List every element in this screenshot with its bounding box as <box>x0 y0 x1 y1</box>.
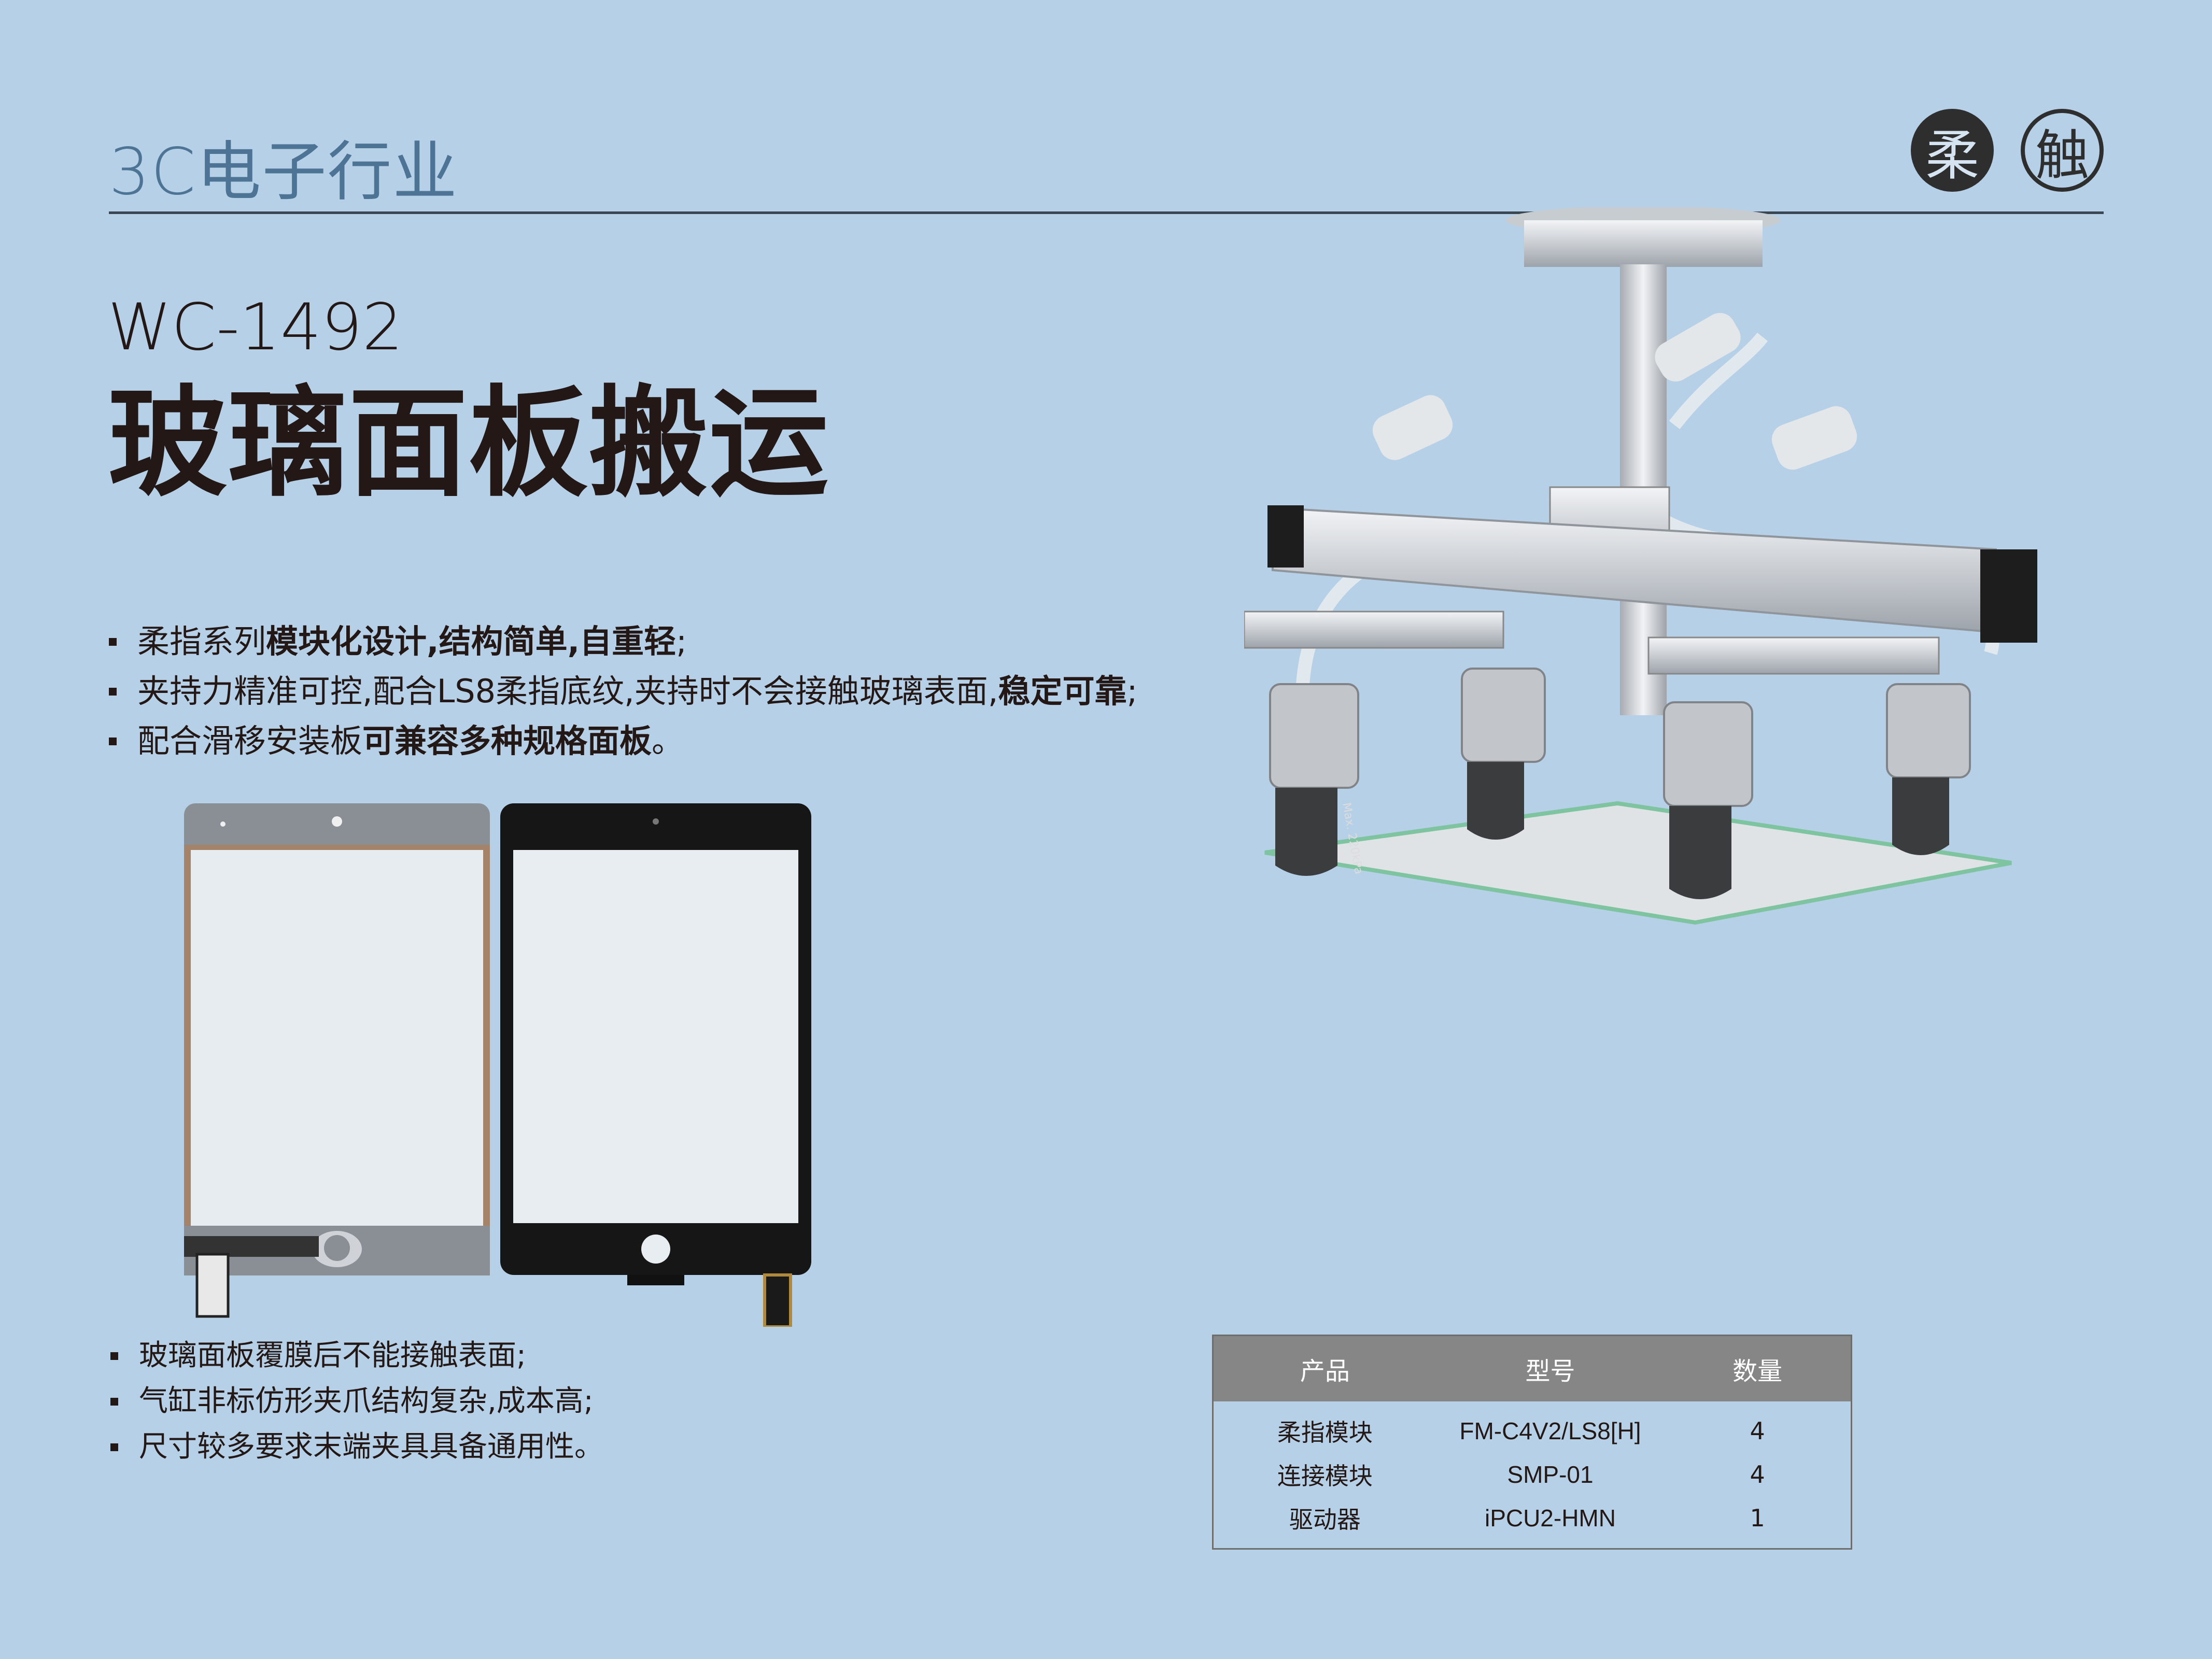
spec-table-header: 产品 型号 数量 <box>1214 1336 1851 1401</box>
gold-glass-panel <box>184 803 490 1318</box>
feature-item: 配合滑移安装板可兼容多种规格面板。 <box>109 716 1137 766</box>
header-product: 产品 <box>1300 1357 1350 1386</box>
spec-table: 产品 型号 数量 柔指模块 FM-C4V2/LS8[H] 4 连接模块 SMP-… <box>1212 1335 1852 1550</box>
feature-list: 柔指系列模块化设计,结构简单,自重轻; 夹持力精准可控,配合LS8柔指底纹,夹持… <box>109 617 1137 766</box>
pain-point-item: 尺寸较多要求末端夹具具备通用性。 <box>110 1424 603 1470</box>
header-quantity: 数量 <box>1732 1357 1783 1386</box>
brand-logo-chu: 触 <box>2021 109 2104 192</box>
industry-title: 3C电子行业 <box>109 135 458 209</box>
table-row: 连接模块 SMP-01 4 <box>1277 1461 1765 1490</box>
feature-item: 柔指系列模块化设计,结构简单,自重轻; <box>109 617 1137 667</box>
black-glass-panel <box>500 803 811 1327</box>
header-divider <box>109 211 2104 214</box>
gripper-product-image: Max. 220kPa <box>1244 207 2037 925</box>
feature-item: 夹持力精准可控,配合LS8柔指底纹,夹持时不会接触玻璃表面,稳定可靠; <box>109 667 1137 716</box>
product-title: 玻璃面板搬运 <box>108 375 830 513</box>
table-row: 柔指模块 FM-C4V2/LS8[H] 4 <box>1277 1417 1765 1447</box>
header-model: 型号 <box>1525 1358 1575 1385</box>
pain-point-item: 气缸非标仿形夹爪结构复杂,成本高; <box>110 1379 603 1424</box>
table-row: 驱动器 iPCU2-HMN 1 <box>1289 1504 1765 1534</box>
glass-panels-image <box>184 803 811 1327</box>
product-model: WC-1492 <box>108 290 403 365</box>
pain-point-list: 玻璃面板覆膜后不能接触表面; 气缸非标仿形夹爪结构复杂,成本高; 尺寸较多要求末… <box>110 1333 603 1470</box>
pain-point-item: 玻璃面板覆膜后不能接触表面; <box>110 1333 603 1379</box>
brand-logo-rou: 柔 <box>1911 109 1994 192</box>
